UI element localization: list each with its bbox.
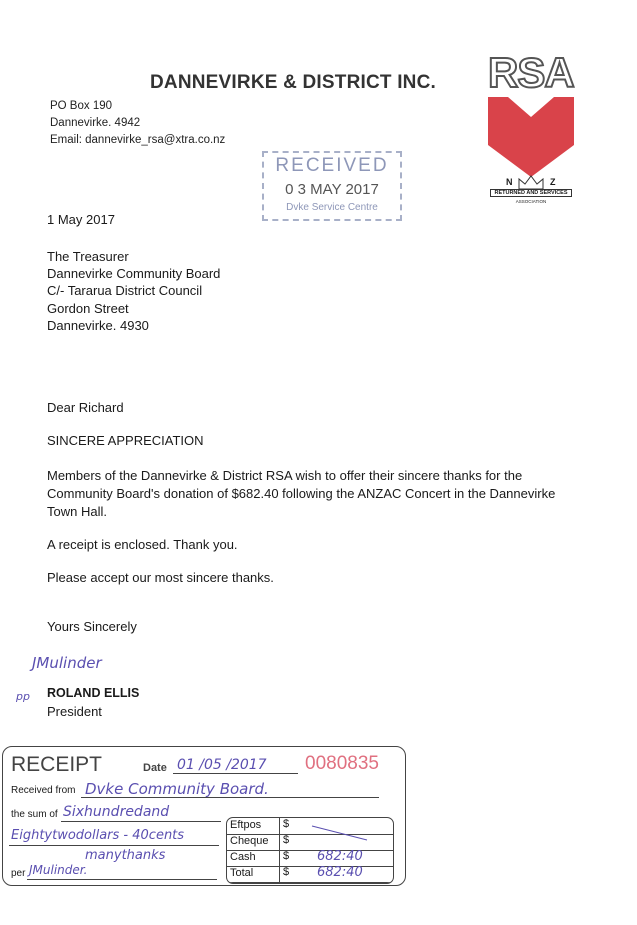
logo-text: RSA	[487, 48, 576, 97]
body-line: Town Hall.	[47, 504, 107, 519]
sum-line-2: Eightytwodollars - 40cents	[11, 828, 185, 843]
sender-address: PO Box 190 Dannevirke. 4942 Email: danne…	[50, 98, 225, 149]
row-value: 682:40	[317, 849, 363, 864]
payment-table: Eftpos $ Cheque $ Cash $682:40 Total $682:40	[226, 817, 394, 884]
receipt: RECEIPT Date 01 /05 /2017 0080835 Receiv…	[2, 746, 406, 886]
payment-row: Eftpos $	[227, 818, 393, 835]
recipient-line: C/- Tararua District Council	[47, 283, 203, 299]
row-currency: $	[279, 866, 289, 882]
payment-row: Cash $682:40	[227, 849, 393, 867]
logo-band: RETURNED AND SERVICES	[490, 189, 572, 197]
row-currency: $	[279, 834, 289, 850]
row-currency: $	[279, 850, 289, 866]
letter-date: 1 May 2017	[47, 212, 115, 227]
pp-mark: pp	[16, 690, 30, 703]
date-label: Date	[143, 762, 167, 774]
received-from: Dvke Community Board.	[85, 780, 269, 798]
receipt-note: A receipt is enclosed. Thank you.	[47, 537, 238, 552]
row-label: Cash	[230, 851, 256, 863]
sum-line-1: Sixhundredand	[63, 804, 170, 820]
stamp-date: 0 3 MAY 2017	[285, 181, 379, 198]
received-stamp: RECEIVED 0 3 MAY 2017 Dvke Service Centr…	[262, 151, 402, 221]
sum-label: the sum of	[11, 809, 58, 820]
email: Email: dannevirke_rsa@xtra.co.nz	[50, 134, 226, 146]
receipt-note-handwritten: manythanks	[85, 848, 166, 863]
receipt-date: 01 /05 /2017	[177, 757, 267, 773]
per-signature: JMulinder.	[29, 863, 88, 877]
receipt-number: 0080835	[305, 753, 379, 774]
body-line: Members of the Dannevirke & District RSA…	[47, 468, 523, 483]
signer-title: President	[47, 704, 102, 719]
per-label: per	[11, 868, 26, 879]
logo-z: Z	[550, 177, 556, 187]
thanks-line: Please accept our most sincere thanks.	[47, 570, 274, 585]
logo-assoc: ASSOCIATION	[515, 199, 547, 204]
salutation: Dear Richard	[47, 400, 124, 415]
stamp-label: RECEIVED	[275, 155, 389, 176]
recipient-address: The Treasurer Dannevirke Community Board…	[47, 248, 220, 334]
address-line: Dannevirke. 4942	[50, 117, 141, 129]
heart-icon	[488, 97, 574, 177]
logo-n: N	[506, 177, 513, 187]
recipient-line: Gordon Street	[47, 300, 129, 316]
row-currency: $	[279, 818, 289, 834]
organization-name: DANNEVIRKE & DISTRICT INC.	[150, 72, 436, 93]
payment-row: Cheque $	[227, 834, 393, 851]
row-label: Cheque	[230, 835, 269, 847]
closing: Yours Sincerely	[47, 619, 137, 634]
payment-row: Total $682:40	[227, 865, 393, 883]
rsa-logo: RSA N Z RETURNED AND SERVICES ASSOCIATIO…	[487, 48, 576, 210]
recipient-line: Dannevirke Community Board	[47, 266, 221, 282]
stamp-office: Dvke Service Centre	[286, 202, 378, 213]
row-label: Eftpos	[230, 819, 262, 831]
received-from-label: Received from	[11, 785, 76, 796]
row-value: 682:40	[317, 865, 363, 880]
signature: JMulinder	[32, 654, 102, 672]
body-line: Community Board's donation of $682.40 fo…	[47, 486, 556, 501]
recipient-line: Dannevirke. 4930	[47, 317, 149, 333]
crown-icon	[518, 175, 544, 190]
recipient-line: The Treasurer	[47, 249, 129, 264]
subject: SINCERE APPRECIATION	[47, 433, 204, 448]
receipt-title: RECEIPT	[11, 753, 103, 776]
body-paragraph: Members of the Dannevirke & District RSA…	[47, 467, 555, 521]
signer-name: ROLAND ELLIS	[47, 686, 140, 700]
address-line: PO Box 190	[50, 100, 113, 112]
row-label: Total	[230, 867, 254, 879]
strike-line	[311, 825, 368, 841]
